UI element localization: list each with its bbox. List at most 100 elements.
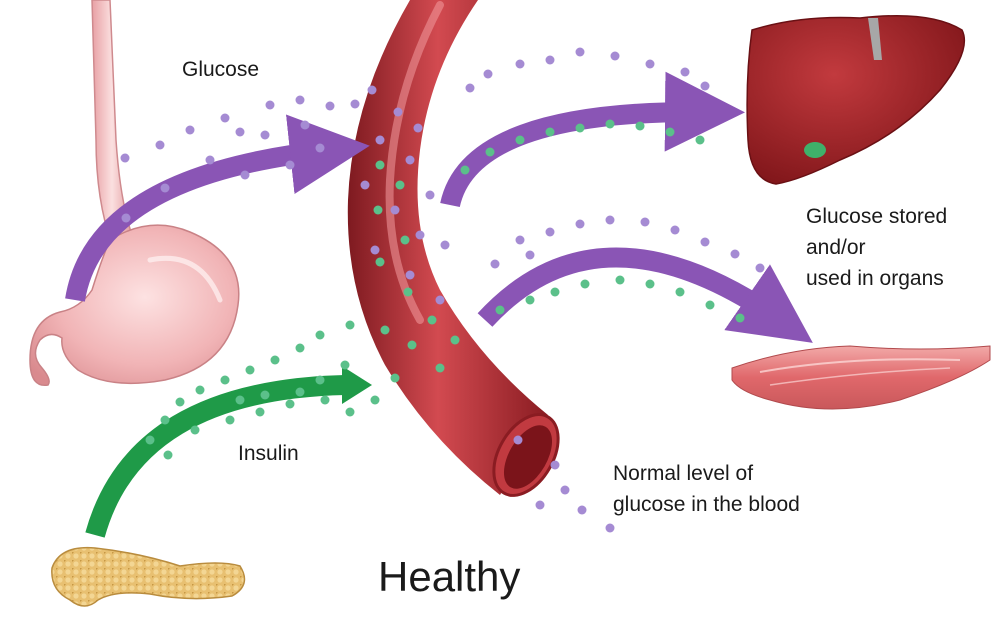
glucose-dot — [415, 230, 425, 240]
glucose-dot — [560, 485, 570, 495]
glucose-dot — [405, 270, 415, 280]
glucose-dot — [240, 170, 250, 180]
insulin-dot — [255, 407, 265, 417]
glucose-dot — [425, 190, 435, 200]
insulin-dot — [705, 300, 715, 310]
glucose-dot — [525, 250, 535, 260]
insulin-dot — [515, 135, 525, 145]
glucose-dot — [285, 160, 295, 170]
glucose-dot — [160, 183, 170, 193]
glucose-dot — [325, 101, 335, 111]
glucose-dot — [640, 217, 650, 227]
insulin-dot — [605, 119, 615, 129]
insulin-dot — [245, 365, 255, 375]
pancreas-icon — [51, 546, 246, 607]
glucose-dot — [730, 249, 740, 259]
insulin-label: Insulin — [238, 442, 299, 465]
glucose-dot — [483, 69, 493, 79]
glucose-dot — [545, 55, 555, 65]
insulin-dot — [525, 295, 535, 305]
glucose-dot — [413, 123, 423, 133]
insulin-dot — [220, 375, 230, 385]
insulin-dot — [295, 343, 305, 353]
insulin-dot — [315, 330, 325, 340]
glucose-dot — [295, 95, 305, 105]
insulin-dot — [320, 395, 330, 405]
glucose-dot — [155, 140, 165, 150]
glucose-dot — [490, 259, 500, 269]
glucose-dot — [300, 120, 310, 130]
insulin-dot — [460, 165, 470, 175]
stomach-icon — [29, 0, 240, 387]
glucose-dot — [515, 59, 525, 69]
insulin-dot — [400, 235, 410, 245]
glucose-dot — [370, 245, 380, 255]
glucose-dot — [670, 225, 680, 235]
glucose-dot — [535, 500, 545, 510]
insulin-dot — [645, 279, 655, 289]
insulin-dot — [175, 397, 185, 407]
glucose-stored-line-3: used in organs — [806, 267, 944, 290]
insulin-dot — [735, 313, 745, 323]
insulin-arrow — [85, 366, 372, 538]
molecule-dots — [120, 47, 765, 533]
insulin-dot — [395, 180, 405, 190]
insulin-dot — [315, 375, 325, 385]
insulin-dot — [345, 320, 355, 330]
glucose-dot — [121, 213, 131, 223]
insulin-dot — [665, 127, 675, 137]
glucose-dot — [375, 135, 385, 145]
insulin-dot — [270, 355, 280, 365]
glucose-dot — [700, 81, 710, 91]
glucose-dot — [235, 127, 245, 137]
glucose-arrows — [65, 71, 813, 343]
insulin-dot — [163, 450, 173, 460]
insulin-dot — [225, 415, 235, 425]
insulin-dot — [495, 305, 505, 315]
glucose-dot — [405, 155, 415, 165]
glucose-dot — [605, 523, 615, 533]
glucose-dot — [220, 113, 230, 123]
insulin-dot — [295, 387, 305, 397]
blood-vessel-icon — [347, 0, 560, 497]
insulin-dot — [195, 385, 205, 395]
insulin-dot — [373, 205, 383, 215]
insulin-dot — [675, 287, 685, 297]
insulin-dot — [285, 399, 295, 409]
glucose-dot — [700, 237, 710, 247]
glucose-dot — [575, 219, 585, 229]
glucose-dot — [265, 100, 275, 110]
glucose-dot — [185, 125, 195, 135]
glucose-dot — [390, 205, 400, 215]
muscle-icon — [731, 345, 991, 410]
insulin-dot — [435, 363, 445, 373]
insulin-dot — [635, 121, 645, 131]
glucose-dot — [610, 51, 620, 61]
insulin-dot — [485, 147, 495, 157]
insulin-dot — [450, 335, 460, 345]
insulin-dot — [370, 395, 380, 405]
insulin-dot — [427, 315, 437, 325]
insulin-dot — [260, 390, 270, 400]
diagram-title: Healthy — [378, 553, 521, 600]
insulin-dot — [345, 407, 355, 417]
glucose-dot — [435, 295, 445, 305]
normal-level-line-1: Normal level of — [613, 462, 754, 485]
glucose-dot — [605, 215, 615, 225]
glucose-dot — [545, 227, 555, 237]
insulin-dot — [145, 435, 155, 445]
glucose-dot — [577, 505, 587, 515]
glucose-dot — [513, 435, 523, 445]
glucose-dot — [550, 460, 560, 470]
insulin-dot — [390, 373, 400, 383]
insulin-dot — [375, 160, 385, 170]
glucose-dot — [205, 155, 215, 165]
insulin-dot — [340, 360, 350, 370]
insulin-dot — [235, 395, 245, 405]
insulin-dot — [380, 325, 390, 335]
glucose-dot — [315, 143, 325, 153]
glucose-stored-line-1: Glucose stored — [806, 205, 948, 228]
